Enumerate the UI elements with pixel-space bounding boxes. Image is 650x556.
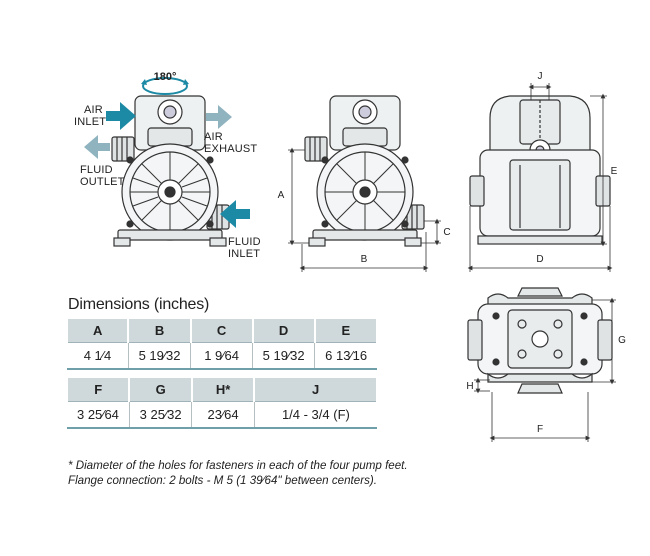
table2-value-j: 1/4 - 3/4 (F) xyxy=(254,401,377,429)
footnote-holes: * Diameter of the holes for fasteners in… xyxy=(68,459,408,472)
air-inlet-label-1: AIR xyxy=(84,104,103,116)
air-exhaust-arrow xyxy=(206,105,232,129)
air-exhaust-label-1: AIR xyxy=(204,131,223,143)
fluid-outlet-arrow xyxy=(84,135,110,159)
dimensions-table-1: A B C D E 4 1⁄4 5 19⁄32 1 9⁄64 5 19⁄32 6… xyxy=(65,319,379,370)
table1-value-c: 1 9⁄64 xyxy=(190,342,253,370)
air-inlet-arrow xyxy=(106,102,136,130)
table2-header-g: G xyxy=(128,378,193,402)
dimension-lines-bottom xyxy=(474,297,616,442)
table2-header-h: H* xyxy=(190,378,256,402)
table2-header-j: J xyxy=(253,378,378,402)
rotation-indicator: 180° xyxy=(141,71,189,95)
table1-header-a: A xyxy=(65,319,130,343)
bottom-view xyxy=(467,287,613,394)
fluid-outlet-label-1: FLUID xyxy=(80,164,113,176)
dim-label-b: B xyxy=(361,254,368,265)
table1-header-c: C xyxy=(189,319,254,343)
dim-label-f: F xyxy=(537,424,543,435)
table1-header-b: B xyxy=(127,319,192,343)
footnote-flange: Flange connection: 2 bolts - M 5 (1 39⁄6… xyxy=(68,474,377,487)
dim-label-g: G xyxy=(618,335,626,346)
air-exhaust-label-2: EXHAUST xyxy=(204,143,257,155)
air-inlet-label-2: INLET xyxy=(74,116,106,128)
dim-label-c: C xyxy=(443,227,450,238)
table2-value-h: 23⁄64 xyxy=(191,401,255,429)
footnotes: * Diameter of the holes for fasteners in… xyxy=(68,458,408,488)
dimension-lines-front xyxy=(288,147,441,272)
dim-label-d: D xyxy=(536,254,543,265)
fluid-inlet-label-2: INLET xyxy=(228,248,260,260)
fluid-inlet-label-1: FLUID xyxy=(228,236,261,248)
dimensions-table-2: F G H* J 3 25⁄64 3 25⁄32 23⁄64 1/4 - 3/4… xyxy=(65,378,378,429)
table2-header-f: F xyxy=(65,378,131,402)
table1-header-d: D xyxy=(251,319,316,343)
table1-value-a: 4 1⁄4 xyxy=(67,342,129,370)
table1-header-e: E xyxy=(313,319,379,343)
dimension-lines-side xyxy=(467,83,613,272)
table1-value-b: 5 19⁄32 xyxy=(128,342,192,370)
front-view-dimensioned xyxy=(304,95,425,247)
table1-value-e: 6 13⁄16 xyxy=(314,342,377,370)
dim-label-e: E xyxy=(611,166,618,177)
rotation-label: 180° xyxy=(154,71,177,83)
dimensions-title: Dimensions (inches) xyxy=(68,296,210,313)
side-view xyxy=(469,95,611,245)
front-view-flow xyxy=(111,95,230,247)
dim-label-j: J xyxy=(538,71,543,82)
fluid-inlet-arrow xyxy=(220,200,250,228)
table1-value-d: 5 19⁄32 xyxy=(252,342,316,370)
table2-value-f: 3 25⁄64 xyxy=(67,401,130,429)
fluid-outlet-label-2: OUTLET xyxy=(80,176,125,188)
dim-label-h: H xyxy=(466,381,473,392)
dim-label-a: A xyxy=(278,190,285,201)
table2-value-g: 3 25⁄32 xyxy=(129,401,193,429)
